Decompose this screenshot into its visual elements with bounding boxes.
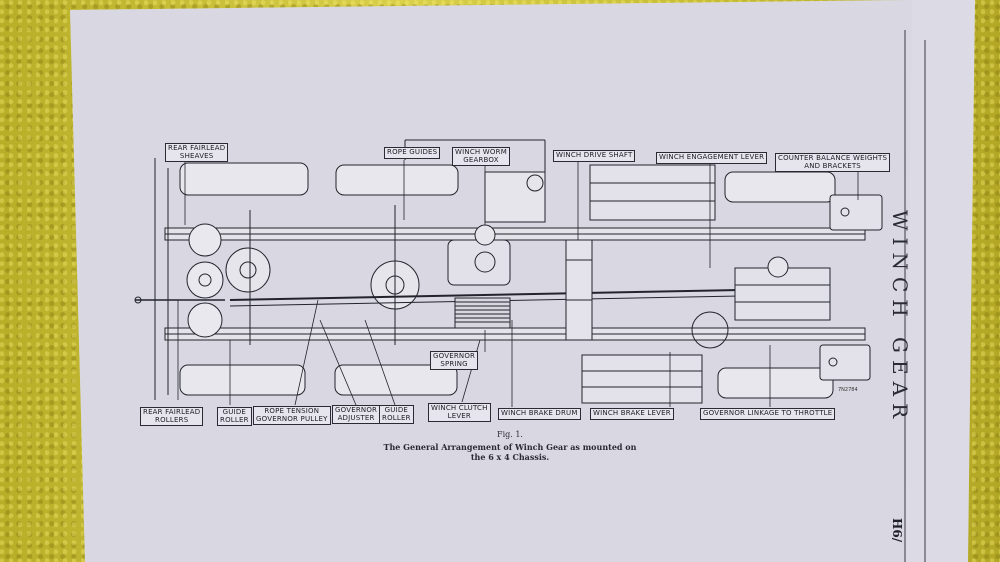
side-title: WINCH GEAR xyxy=(888,210,912,426)
label-winch-clutch-lever: WINCH CLUTCH LEVER xyxy=(428,403,491,422)
drawing-code: 7N2784 xyxy=(838,387,858,393)
label-guide-roller-2: GUIDE ROLLER xyxy=(379,405,414,424)
label-rear-fairlead-rollers: REAR FAIRLEAD ROLLERS xyxy=(140,407,204,426)
fairlead-sheave-1 xyxy=(188,223,222,257)
tyre-front-right xyxy=(717,367,834,399)
brake-drum-column xyxy=(565,239,593,341)
figure-number: Fig. 1. xyxy=(497,430,523,439)
label-governor-linkage-to-throttle: GOVERNOR LINKAGE TO THROTTLE xyxy=(700,408,836,420)
page-reference: H6/ xyxy=(890,518,904,543)
fairlead-sheave-3 xyxy=(187,302,223,338)
chassis-drawing xyxy=(134,139,883,407)
label-winch-brake-lever: WINCH BRAKE LEVER xyxy=(590,408,674,420)
caption-line-1: The General Arrangement of Winch Gear as… xyxy=(383,442,637,452)
tyre-rear-right xyxy=(179,364,306,396)
drum-hatching xyxy=(455,301,510,323)
rear-axle-diff xyxy=(225,247,271,293)
winch-drum xyxy=(454,297,511,329)
leader-lines xyxy=(177,160,859,407)
hook-eye xyxy=(134,296,142,304)
caption-line-2: the 6 x 4 Chassis. xyxy=(470,452,550,462)
label-governor-spring: GOVERNOR SPRING xyxy=(430,351,479,370)
tyre-mid-right xyxy=(334,364,458,396)
body-panel-bottom xyxy=(581,354,703,404)
label-counter-balance-weights: COUNTER BALANCE WEIGHTS AND BRACKETS xyxy=(775,153,891,172)
label-rope-tension-governor-pulley: ROPE TENSION GOVERNOR PULLEY xyxy=(253,406,331,425)
label-guide-roller-1: GUIDE ROLLER xyxy=(217,407,252,426)
steering-wheel xyxy=(691,311,729,349)
label-winch-drive-shaft: WINCH DRIVE SHAFT xyxy=(553,150,636,162)
counter-balance-bottom xyxy=(819,344,871,381)
label-governor-adjuster: GOVERNOR ADJUSTER xyxy=(332,405,381,424)
label-winch-engagement-lever: WINCH ENGAGEMENT LEVER xyxy=(656,152,768,164)
label-winch-brake-drum: WINCH BRAKE DRUM xyxy=(498,408,581,420)
tyre-mid-left xyxy=(335,164,459,196)
label-winch-worm-gearbox: WINCH WORM GEARBOX xyxy=(452,147,510,166)
figure-caption: Fig. 1. The General Arrangement of Winch… xyxy=(380,430,640,462)
tyre-rear-left xyxy=(179,162,309,196)
counter-balance-top xyxy=(829,194,883,231)
winch-worm-gearbox xyxy=(447,239,511,286)
propeller-shaft xyxy=(229,289,741,301)
fairlead-sheave-2 xyxy=(186,261,224,299)
label-rear-fairlead-sheaves: REAR FAIRLEAD SHEAVES xyxy=(165,143,229,162)
body-panel-top xyxy=(589,164,716,221)
tyre-front-left xyxy=(724,171,836,203)
label-rope-guides: ROPE GUIDES xyxy=(384,147,441,159)
